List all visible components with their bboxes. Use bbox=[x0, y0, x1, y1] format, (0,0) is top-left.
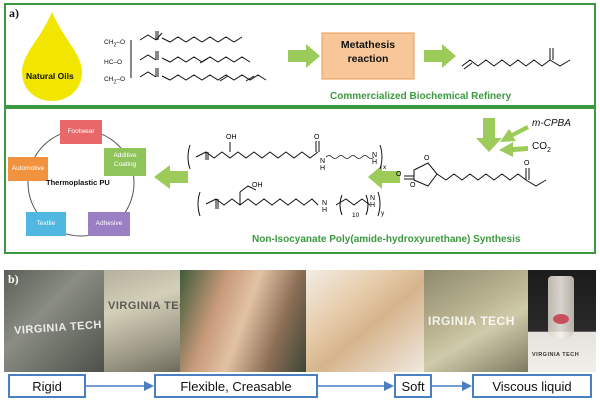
photo-rigid: VIRGINIA TECH bbox=[4, 270, 104, 372]
carbonate-o-left: O bbox=[396, 171, 402, 178]
carbonate-o-top: O bbox=[424, 155, 430, 162]
natural-oils-label: Natural Oils bbox=[26, 71, 74, 81]
arrow-to-metathesis bbox=[288, 44, 320, 68]
photo-viscous-film: IRGINIA TECH bbox=[424, 270, 528, 372]
vial-icon bbox=[548, 276, 574, 338]
app-label-coating: Additive Coating bbox=[113, 152, 137, 168]
triglyceride-structure bbox=[130, 32, 267, 82]
ester-o-1: O bbox=[524, 160, 530, 167]
app-box-textile bbox=[26, 212, 66, 236]
stage-arrows bbox=[86, 381, 472, 391]
polymer-structure-2 bbox=[197, 185, 381, 217]
app-label-adhesive: Adhesive bbox=[95, 220, 123, 227]
watermark-vial: VIRGINIA TECH bbox=[532, 352, 580, 358]
photo-soft bbox=[306, 270, 424, 372]
polymer-structure-1 bbox=[187, 141, 383, 170]
watermark-soft: IRGINIA TECH bbox=[428, 314, 515, 328]
app-box-footwear bbox=[60, 120, 102, 144]
polymer1-o: O bbox=[314, 134, 320, 141]
panel-b-label: b) bbox=[8, 272, 19, 286]
polymer2-10: 10 bbox=[352, 212, 360, 219]
arrow-to-applications bbox=[154, 165, 188, 189]
app-box-automotive bbox=[8, 157, 48, 181]
carbonate-o-bottom: O bbox=[410, 182, 416, 189]
vial-content-icon bbox=[553, 314, 569, 324]
stage-soft: Soft bbox=[394, 374, 432, 398]
app-label-footwear: Footwear bbox=[67, 128, 95, 135]
panel-a-label: a) bbox=[9, 6, 19, 20]
arrow-reagent-1 bbox=[500, 125, 529, 142]
app-label-automotive: Automotive bbox=[11, 165, 45, 172]
metathesis-line-2: reaction bbox=[347, 53, 389, 65]
metathesis-label: Metathesis reaction bbox=[322, 38, 414, 66]
synthesis-caption: Non-Isocyanate Poly(amide-hydroxyurethan… bbox=[252, 234, 521, 245]
app-box-adhesive bbox=[88, 212, 130, 236]
triglyceride-labels: CH2–O HC–O CH2–O bbox=[104, 39, 126, 86]
panel-a-bottom bbox=[4, 107, 596, 254]
reagent-co2: CO2 bbox=[532, 141, 551, 154]
arrow-to-polymer bbox=[368, 165, 400, 189]
polymer2-y: y bbox=[381, 210, 385, 217]
polymer2-oh: OH bbox=[252, 182, 263, 189]
oil-droplet-icon bbox=[22, 12, 82, 101]
photo-vial: VIRGINIA TECH bbox=[528, 270, 596, 372]
panel-a-graphics bbox=[8, 12, 571, 237]
chem-ch2: CH bbox=[104, 39, 114, 46]
app-label-textile: Textile bbox=[36, 220, 56, 227]
watermark-flexible: VIRGINIA TECH bbox=[108, 300, 180, 312]
refinery-caption: Commercialized Biochemical Refinery bbox=[330, 91, 512, 102]
stage-flexible: Flexible, Creasable bbox=[154, 374, 318, 398]
arrow-reagent-2 bbox=[499, 142, 528, 157]
metathesis-box bbox=[321, 32, 415, 80]
app-box-coating bbox=[104, 148, 146, 176]
arrow-to-product bbox=[424, 44, 456, 68]
arrow-down bbox=[476, 118, 502, 152]
panel-a-top bbox=[4, 3, 596, 107]
polymer1-x: x bbox=[383, 164, 387, 171]
pu-center-label: Thermoplastic PU bbox=[46, 178, 110, 187]
stage-viscous: Viscous liquid bbox=[472, 374, 592, 398]
methyl-decenoate-structure bbox=[461, 48, 571, 70]
metathesis-line-1: Metathesis bbox=[340, 39, 396, 51]
stage-rigid: Rigid bbox=[8, 374, 86, 398]
triglyceride-carbonyls bbox=[155, 31, 159, 77]
reagent-mcpba: m-CPBA bbox=[532, 118, 571, 129]
watermark-rigid: VIRGINIA TECH bbox=[13, 318, 103, 338]
cyclic-carbonate-structure bbox=[404, 162, 547, 187]
polymer1-oh: OH bbox=[226, 134, 237, 141]
photo-flexible-2 bbox=[180, 270, 306, 372]
chem-hc: HC bbox=[104, 59, 114, 67]
photo-flexible-1: VIRGINIA TECH bbox=[104, 270, 180, 372]
